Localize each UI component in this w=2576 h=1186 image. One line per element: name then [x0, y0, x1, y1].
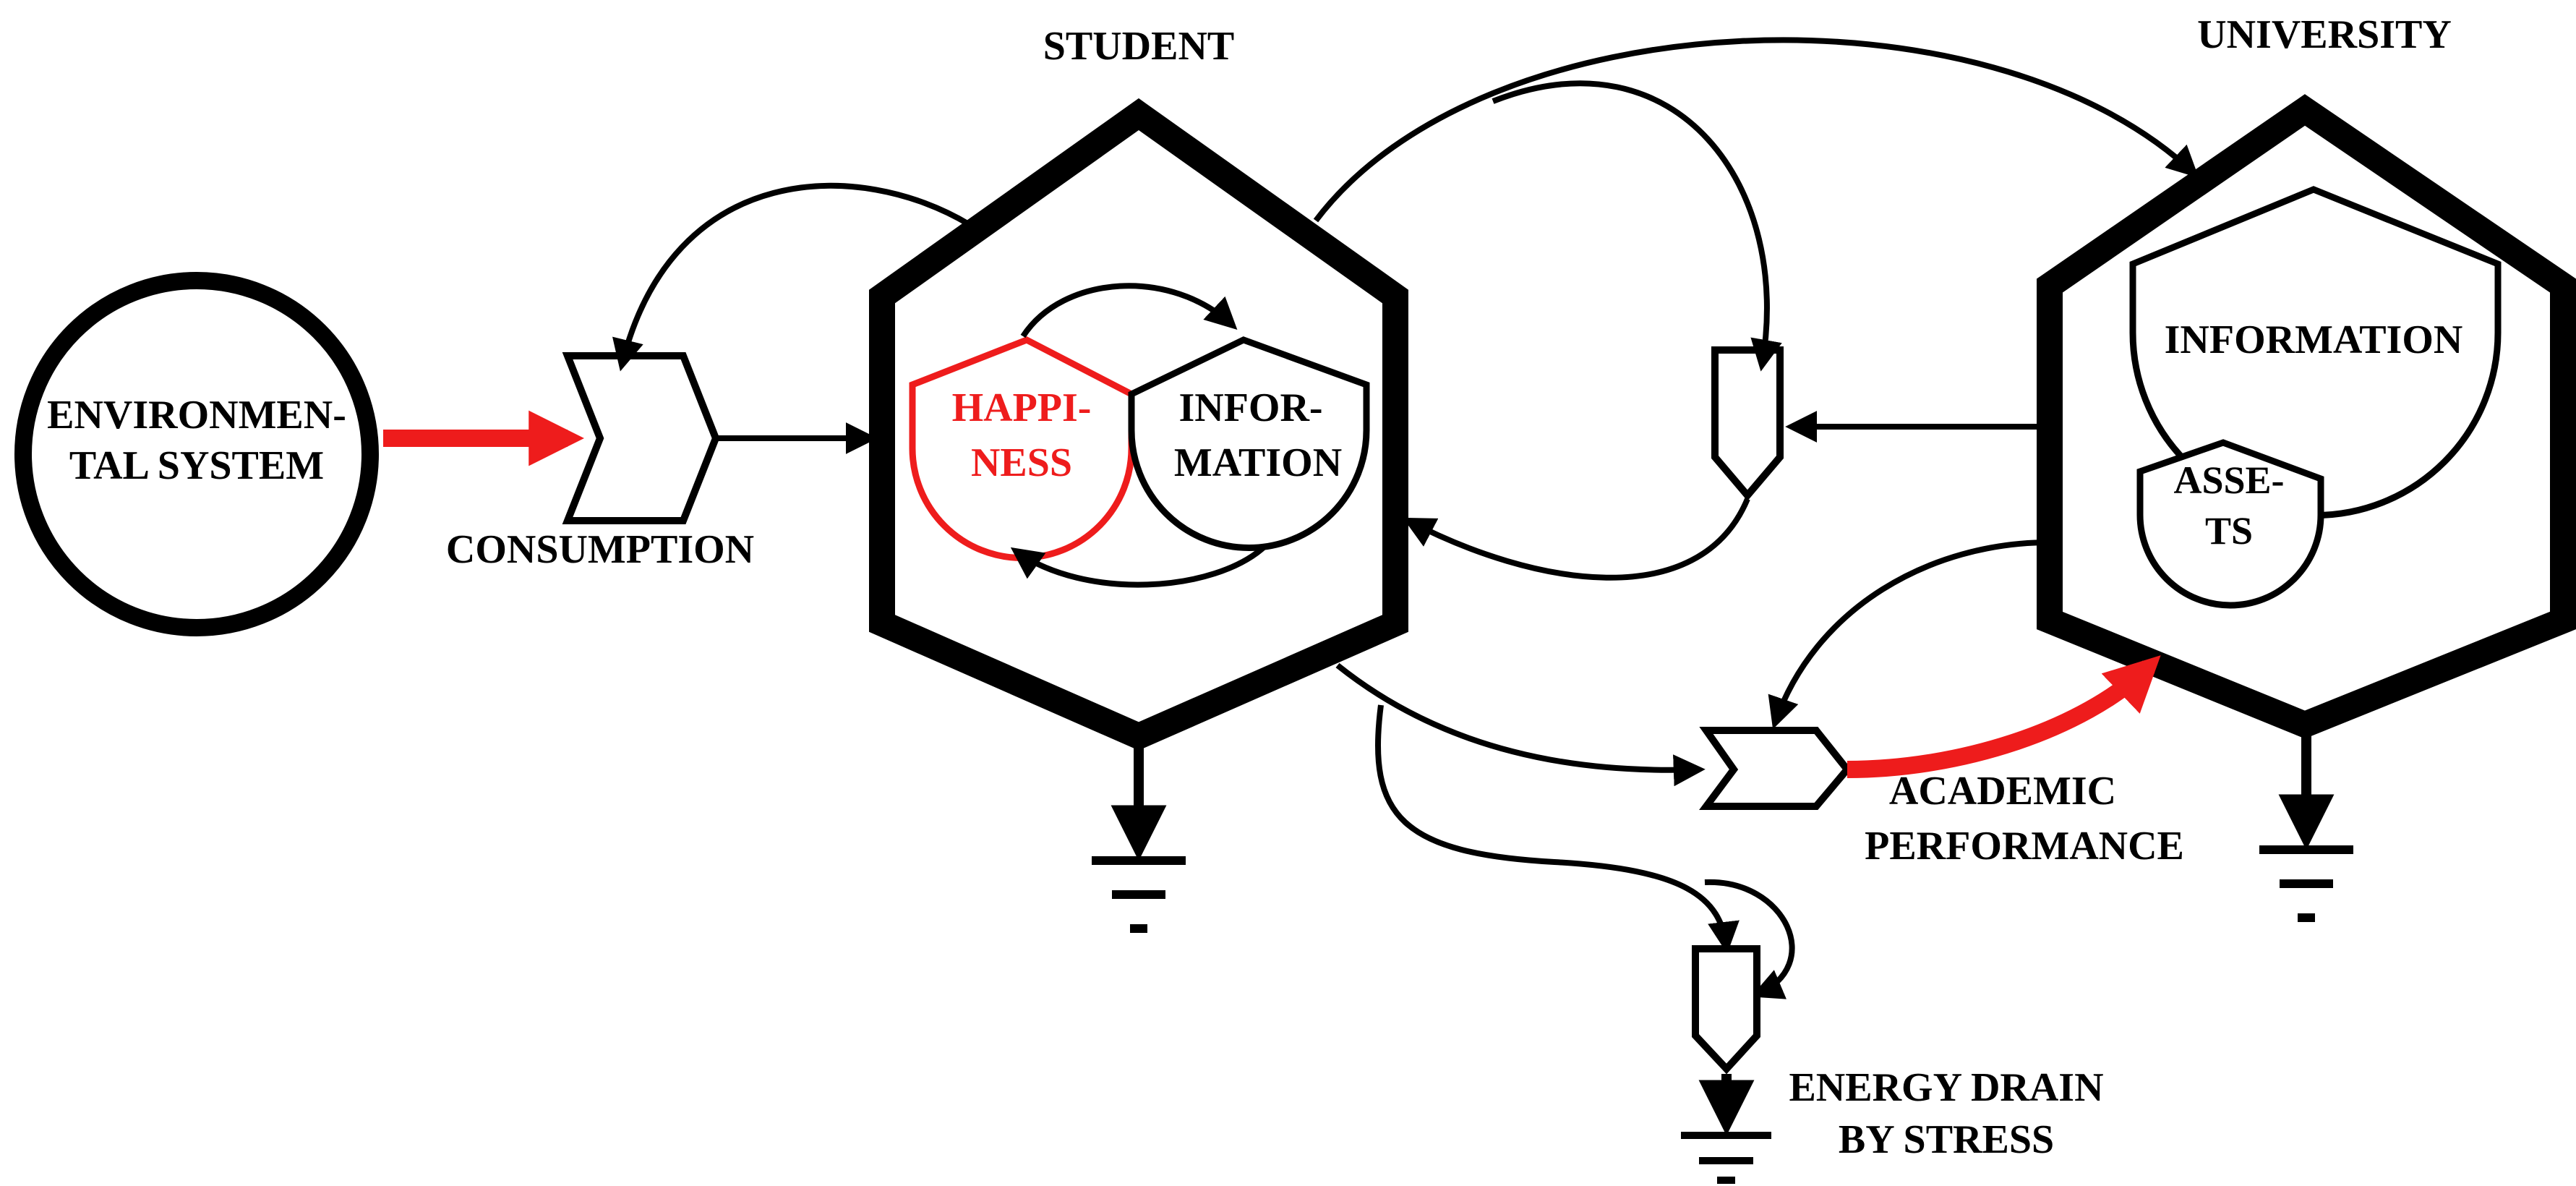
happiness-to-information-arrow [1020, 283, 1238, 338]
happiness-label-line2: NESS [971, 440, 1072, 485]
energy-drain-label-line1: ENERGY DRAIN [1789, 1065, 2103, 1110]
student-to-consumption-feedback [612, 182, 971, 372]
academic-to-university-flow [1847, 655, 2161, 778]
environmental-system-label-line1: ENVIRONMEN- [47, 393, 346, 438]
university-title: UNIVERSITY [2197, 12, 2452, 57]
academic-performance-symbol [1699, 727, 1852, 810]
university-information-interaction [1711, 346, 1784, 501]
student-information-label-line1: INFOR- [1178, 385, 1322, 430]
information-to-happiness-arrow [1010, 544, 1267, 588]
energy-drain-ground [1681, 1132, 1771, 1184]
interaction-to-student-flow [1403, 498, 1750, 581]
energy-drain-symbol [1692, 945, 1760, 1075]
university-assets-label-line2: TS [2205, 509, 2253, 553]
stress-feedback-loop [1704, 879, 1795, 999]
consumption-interaction: CONSUMPTION [446, 352, 754, 572]
academic-performance-interaction: ACADEMIC PERFORMANCE [1699, 727, 2184, 869]
student-heat-sink [1092, 745, 1186, 933]
environmental-system-source: ENVIRONMEN- TAL SYSTEM [14, 272, 379, 636]
university-information-label: INFORMATION [2165, 317, 2463, 362]
happiness-label-line1: HAPPI- [952, 385, 1092, 430]
university-heat-sink [2259, 734, 2353, 922]
environmental-system-label-line2: TAL SYSTEM [69, 443, 324, 488]
university-to-academic-feedback [1768, 539, 2050, 730]
student-to-university-arc [1313, 37, 2199, 223]
student-title: STUDENT [1043, 24, 1235, 69]
university-heat-sink-ground [2259, 845, 2353, 922]
academic-performance-label-line2: PERFORMANCE [1865, 824, 2184, 869]
student-information-tank [1128, 336, 1370, 551]
university-assets-tank [2136, 439, 2324, 609]
student-information-label-line2: MATION [1174, 440, 1342, 485]
student-arc-to-interaction [1492, 80, 1782, 372]
environmental-system-circle [14, 272, 379, 636]
energy-drain-interaction: ENERGY DRAIN BY STRESS [1374, 704, 2104, 1184]
academic-performance-label-line1: ACADEMIC [1889, 769, 2116, 814]
student-storage: STUDENT HAPPI- NESS INFOR- MATION [869, 24, 1408, 751]
energy-drain-label-line2: BY STRESS [1839, 1117, 2054, 1162]
consumption-interaction-symbol [562, 352, 720, 524]
consumption-label: CONSUMPTION [446, 527, 754, 572]
student-to-academic-flow [1335, 662, 1706, 787]
university-storage: UNIVERSITY INFORMATION ASSE- TS [2037, 12, 2576, 739]
university-assets-label-line1: ASSE- [2173, 458, 2284, 502]
university-information-tank [2129, 186, 2502, 519]
student-to-stress-flow [1374, 704, 1740, 954]
student-heat-sink-ground [1092, 856, 1186, 933]
